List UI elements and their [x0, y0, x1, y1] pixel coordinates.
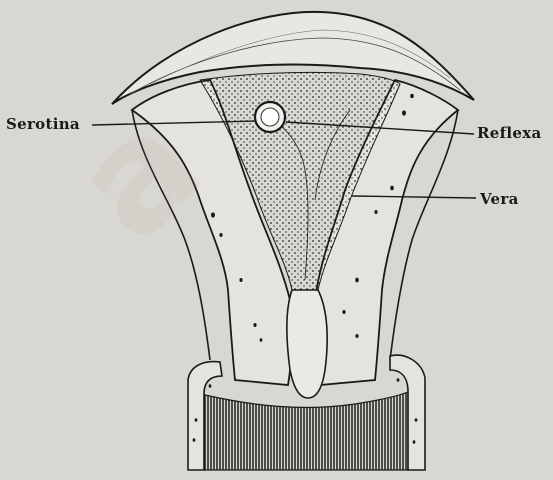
vaginal-vault: [205, 392, 408, 470]
label-vera: Vera: [480, 190, 519, 208]
label-reflexa: Reflexa: [477, 124, 541, 142]
cervical-canal: [287, 290, 327, 398]
label-serotina: Serotina: [6, 115, 80, 133]
